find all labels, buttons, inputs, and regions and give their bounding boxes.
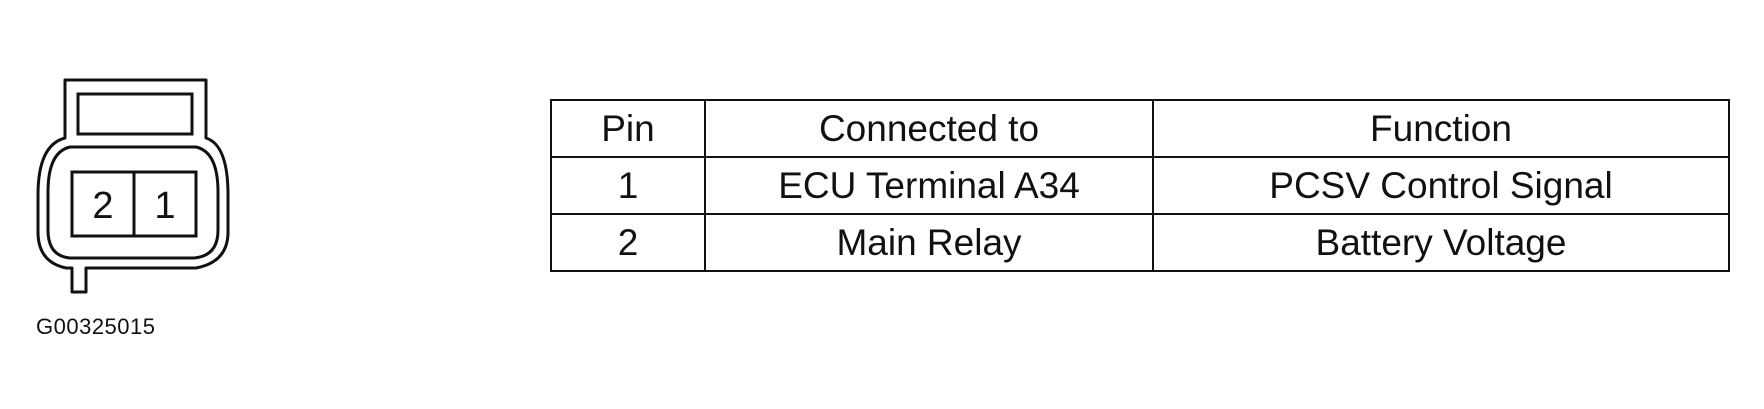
- cell-connected-to: ECU Terminal A34: [704, 156, 1154, 215]
- header-pin: Pin: [550, 99, 706, 158]
- table-header-row: Pin Connected to Function: [550, 99, 1730, 158]
- figure-code: G00325015: [36, 314, 156, 339]
- cell-pin: 2: [550, 213, 706, 272]
- connector-housing: [36, 78, 230, 294]
- cell-pin: 1: [550, 156, 706, 215]
- connector-inner-outline: [46, 145, 220, 260]
- pin-assignment-table: Pin Connected to Function 1 ECU Terminal…: [550, 99, 1730, 272]
- connector-diagram: 2 1: [36, 78, 230, 294]
- cell-function: Battery Voltage: [1152, 213, 1730, 272]
- header-connected-to: Connected to: [704, 99, 1154, 158]
- cell-connected-to: Main Relay: [704, 213, 1154, 272]
- header-function: Function: [1152, 99, 1730, 158]
- pin-label-2: 2: [92, 185, 113, 227]
- table-row: 1 ECU Terminal A34 PCSV Control Signal: [550, 156, 1730, 215]
- cell-function: PCSV Control Signal: [1152, 156, 1730, 215]
- pin-label-1: 1: [154, 185, 175, 227]
- table-row: 2 Main Relay Battery Voltage: [550, 213, 1730, 272]
- connector-lock-tab: [76, 92, 194, 136]
